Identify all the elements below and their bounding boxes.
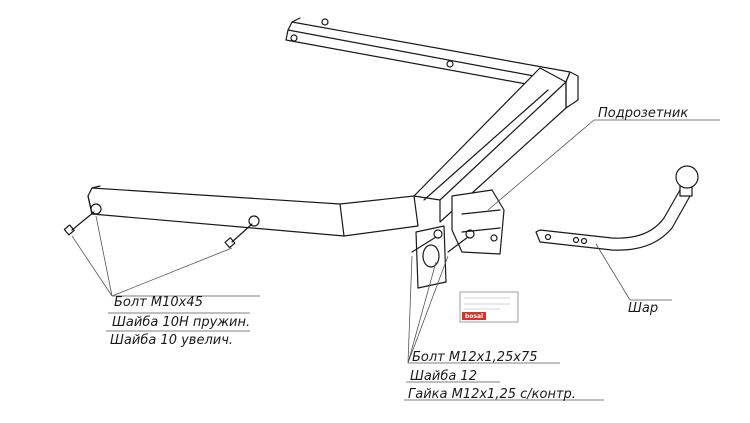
label-washer-10n: Шайба 10Н пружин. bbox=[112, 315, 250, 330]
diagonal-main-beam bbox=[413, 67, 567, 223]
label-socket-plate: Подрозетник bbox=[598, 106, 688, 121]
socket-plate bbox=[415, 225, 447, 289]
ball-arm bbox=[535, 189, 691, 251]
label-washer-12: Шайба 12 bbox=[410, 369, 477, 384]
nameplate-brand: bosal bbox=[465, 313, 483, 320]
label-ball: Шар bbox=[628, 301, 658, 316]
label-washer-10: Шайба 10 увелич. bbox=[110, 333, 233, 348]
nameplate: bosal bbox=[459, 291, 519, 323]
label-bolt-m10: Болт М10х45 bbox=[114, 295, 203, 310]
side-arm-bolts bbox=[63, 203, 260, 249]
upper-cross-beam bbox=[285, 17, 579, 109]
label-bolt-m12: Болт М12х1,25х75 bbox=[412, 350, 538, 365]
leader-lines bbox=[71, 119, 720, 401]
bracket-bolts bbox=[411, 229, 498, 253]
label-nut-m12: Гайка М12х1,25 с/контр. bbox=[408, 387, 576, 402]
upper-beam-bolts bbox=[290, 18, 454, 68]
left-side-arm bbox=[87, 185, 419, 237]
tow-ball bbox=[675, 165, 699, 197]
brand-badge bbox=[462, 312, 486, 320]
part-labels: Болт М10х45 Шайба 10Н пружин. Шайба 10 у… bbox=[110, 106, 688, 402]
